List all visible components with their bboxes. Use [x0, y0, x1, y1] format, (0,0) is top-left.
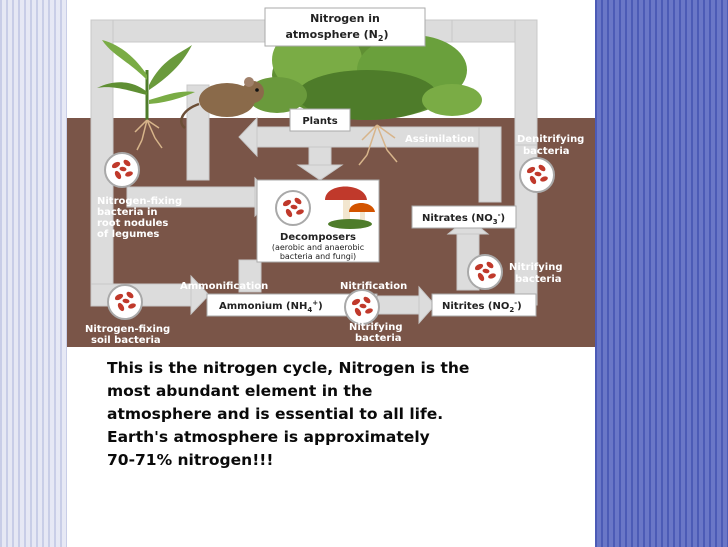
bacteria-icon: [275, 190, 311, 226]
svg-text:Nitrates (NO3-): Nitrates (NO3-): [422, 211, 505, 226]
nitrogen-fixing-soil-label: Nitrogen-fixing soil bacteria: [85, 324, 174, 346]
svg-text:Nitrites (NO2-): Nitrites (NO2-): [442, 299, 522, 314]
svg-text:Plants: Plants: [302, 116, 337, 127]
caption-line: atmosphere and is essential to all life.: [107, 405, 444, 423]
ammonification-label: Ammonification: [180, 281, 268, 292]
plants-label-box: Plants: [289, 108, 351, 132]
svg-text:Ammonium (NH4+): Ammonium (NH4+): [219, 299, 323, 314]
caption-line: most abundant element in the: [107, 382, 373, 400]
bacteria-icon: [519, 157, 555, 193]
svg-text:(aerobic and anaerobic: (aerobic and anaerobic: [272, 243, 364, 252]
svg-text:atmosphere (N2): atmosphere (N2): [286, 28, 389, 43]
bacteria-icon: [104, 152, 140, 188]
background-stripes-left: [0, 0, 68, 547]
caption-line: 70-71% nitrogen!!!: [107, 451, 274, 469]
decomposers-label-box: Decomposers (aerobic and anaerobic bacte…: [256, 179, 380, 263]
background-stripes-right: [595, 0, 728, 547]
cycle-arrows: [90, 19, 538, 325]
denitrifying-label: Denitrifying bacteria: [517, 134, 588, 157]
svg-text:bacteria and fungi): bacteria and fungi): [280, 252, 356, 261]
caption-line: Earth's atmosphere is approximately: [107, 428, 430, 446]
nitrifying-right-label: Nitrifying bacteria: [509, 262, 566, 285]
nitrification-label: Nitrification: [340, 281, 407, 292]
ammonium-label-box: Ammonium (NH4+): [206, 293, 378, 317]
mouse-icon: [180, 77, 264, 129]
svg-text:Nitrogen in: Nitrogen in: [310, 12, 380, 25]
caption-text: This is the nitrogen cycle, Nitrogen is …: [107, 357, 557, 472]
nitrogen-fixing-legumes-label: Nitrogen-fixing bacteria in root nodules…: [97, 196, 186, 240]
n2-label-box: Nitrogen in atmosphere (N2): [264, 7, 426, 47]
bacteria-icon: [344, 289, 380, 325]
nitrogen-cycle-diagram: Nitrogen in atmosphere (N2) Plants Assim…: [67, 0, 595, 347]
bacteria-icon: [467, 254, 503, 290]
mushroom-icon: [325, 186, 375, 229]
nitrates-label-box: Nitrates (NO3-): [411, 205, 517, 229]
svg-text:Decomposers: Decomposers: [280, 232, 356, 243]
nitrifying-bottom-label: Nitrifying bacteria: [349, 322, 406, 344]
caption-line: This is the nitrogen cycle, Nitrogen is …: [107, 359, 470, 377]
assimilation-label: Assimilation: [405, 134, 474, 145]
plant-icon: [97, 40, 195, 120]
nitrites-label-box: Nitrites (NO2-): [431, 293, 537, 317]
bacteria-icon: [107, 284, 143, 320]
roots-icon: [134, 119, 398, 166]
